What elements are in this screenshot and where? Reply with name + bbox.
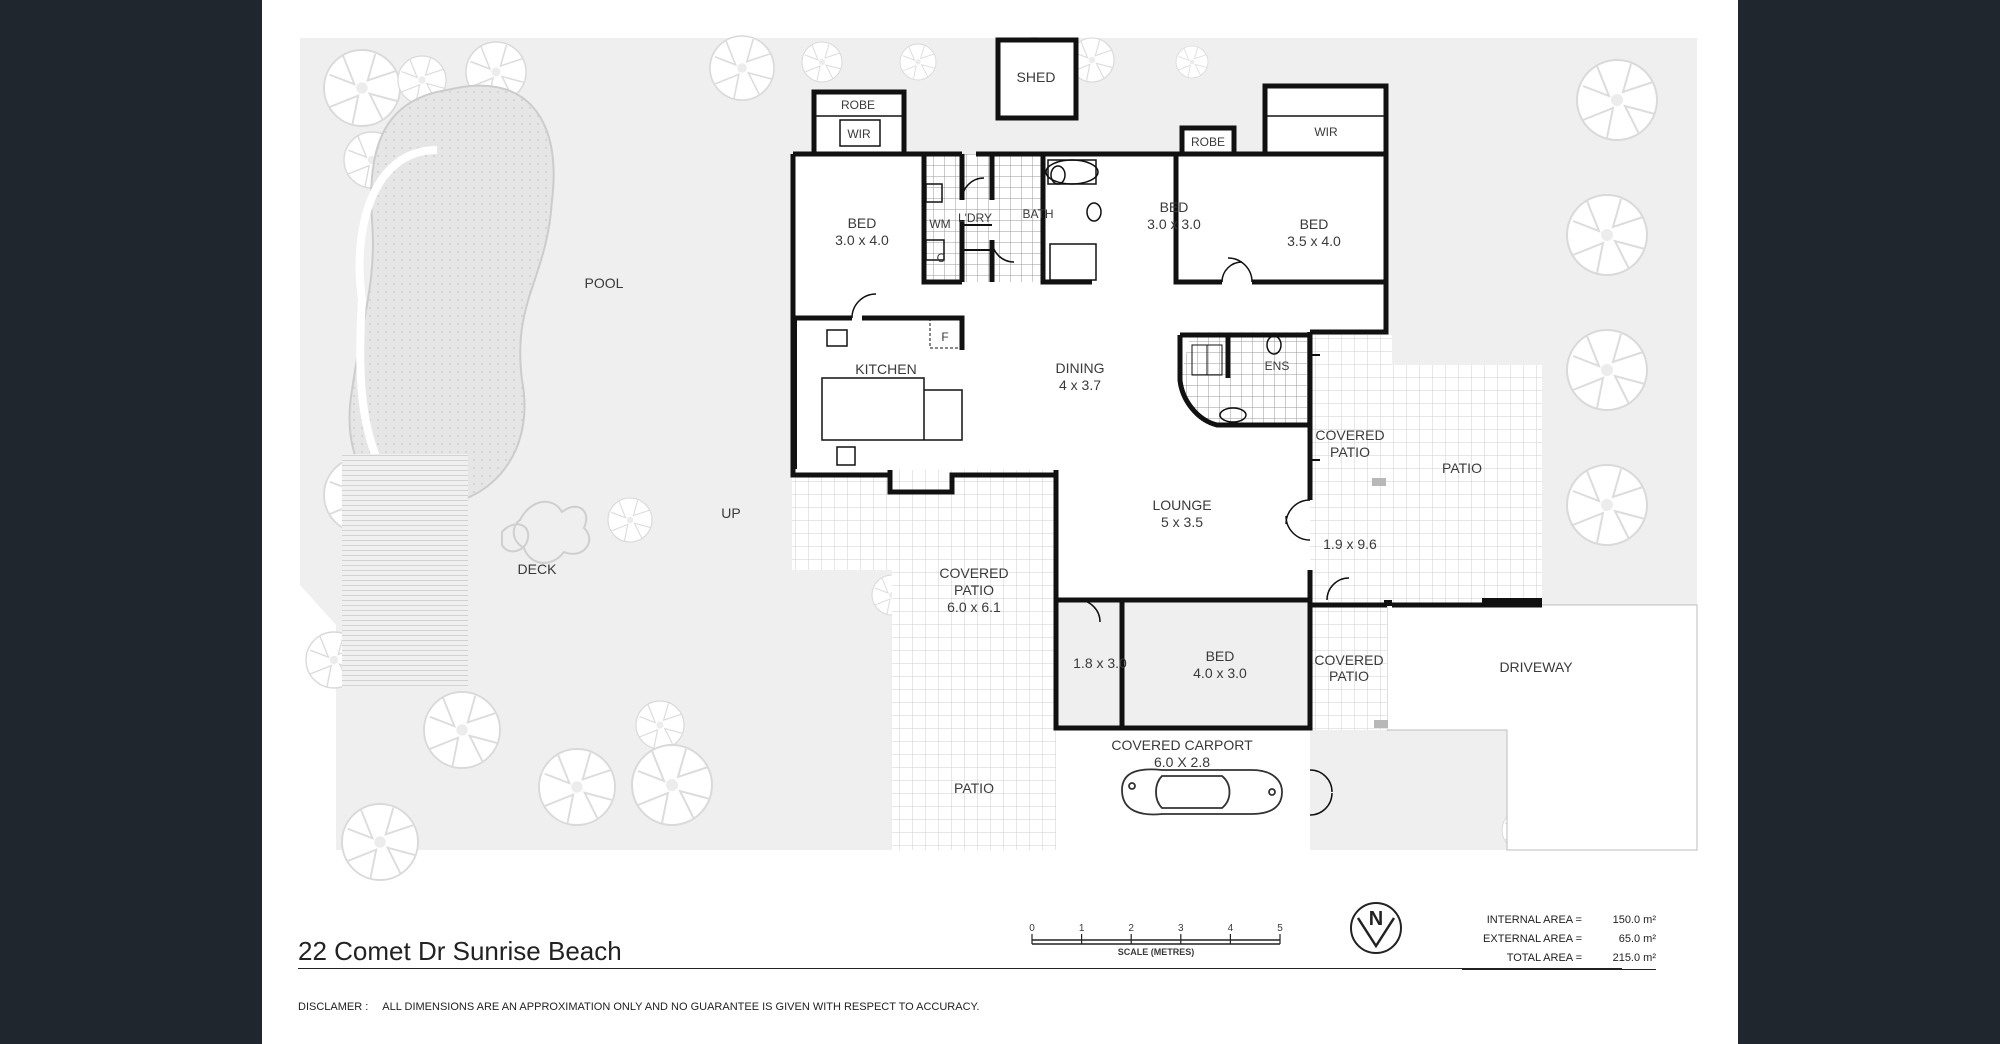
- wir-right: [1262, 83, 1389, 157]
- label-ensuite: ENS: [1265, 359, 1290, 373]
- label-shed: SHED: [1017, 69, 1056, 85]
- floor-plan-drawing: SHED ROBE WIR ROBE WIR BED 3.0 x 4.0 WM …: [300, 35, 1698, 957]
- ensuite-tiles: [1180, 332, 1310, 425]
- label-wir-right: WIR: [1314, 125, 1338, 139]
- area-internal-value: 150.0 m²: [1612, 913, 1656, 926]
- disclaimer-label: DISCLAMER :: [298, 1001, 369, 1013]
- label-lounge-name: LOUNGE: [1152, 497, 1211, 513]
- north-letter: N: [1369, 908, 1383, 930]
- label-bed4-size: 4.0 x 3.0: [1193, 665, 1247, 681]
- scale-label: SCALE (METRES): [1118, 947, 1195, 957]
- covered-patio-right: [1310, 335, 1392, 605]
- scale-tick-3: 3: [1178, 923, 1184, 934]
- door-swings: [851, 177, 1350, 816]
- label-robe-right: ROBE: [1191, 135, 1225, 149]
- area-internal-label: INTERNAL AREA =: [1486, 913, 1582, 926]
- label-robe-left: ROBE: [841, 98, 875, 112]
- label-carport-2: 6.0 X 2.8: [1154, 754, 1210, 770]
- label-covered-patio-small-1: COVERED: [1314, 652, 1383, 668]
- label-laundry: L'DRY: [958, 211, 992, 225]
- area-external-label: EXTERNAL AREA =: [1483, 932, 1582, 945]
- fixtures: [791, 224, 1320, 469]
- robe-wir-left: [811, 89, 907, 157]
- area-summary: INTERNAL AREA = 150.0 m² EXTERNAL AREA = 6…: [1462, 910, 1656, 970]
- label-covered-patio-right-1: COVERED: [1315, 427, 1384, 443]
- robe-right: [1179, 125, 1237, 157]
- disclaimer-text: ALL DIMENSIONS ARE AN APPROXIMATION ONLY…: [382, 1001, 980, 1013]
- area-underline: [1462, 969, 1656, 970]
- label-bed2-name: BED: [1160, 199, 1189, 215]
- property-address: 22 Comet Dr Sunrise Beach: [298, 936, 622, 966]
- label-small-room-size: 1.8 x 3.0: [1073, 655, 1127, 671]
- north-arrow-icon: N: [1350, 902, 1402, 954]
- patio-right: [1392, 365, 1542, 605]
- label-bed2-size: 3.0 x 3.0: [1147, 216, 1201, 232]
- label-bed3-size: 3.5 x 4.0: [1287, 233, 1341, 249]
- shed: [995, 37, 1079, 121]
- label-bed4-name: BED: [1206, 648, 1235, 664]
- label-dining-name: DINING: [1056, 360, 1105, 376]
- label-bed1-name: BED: [848, 215, 877, 231]
- label-kitchen: KITCHEN: [855, 361, 916, 377]
- label-driveway: DRIVEWAY: [1499, 659, 1573, 675]
- scale-tick-5: 5: [1277, 923, 1283, 934]
- label-covered-patio-left-2: PATIO: [954, 582, 994, 598]
- label-bath: BATH: [1022, 207, 1053, 221]
- label-fridge: F: [941, 330, 948, 344]
- label-up: UP: [721, 505, 740, 521]
- label-patio-bottom: PATIO: [954, 780, 994, 796]
- label-covered-patio-left-size: 6.0 x 6.1: [947, 599, 1001, 615]
- label-bed1-size: 3.0 x 4.0: [835, 232, 889, 248]
- label-side-size: 1.9 x 9.6: [1323, 536, 1377, 552]
- covered-patio-small: [1310, 605, 1387, 730]
- floor-plan-sheet: SHED ROBE WIR ROBE WIR BED 3.0 x 4.0 WM …: [262, 0, 1738, 1044]
- disclaimer: DISCLAMER : ALL DIMENSIONS ARE AN APPROXI…: [298, 1001, 994, 1013]
- scale-tick-1: 1: [1079, 923, 1085, 934]
- area-total-label: TOTAL AREA =: [1506, 951, 1582, 964]
- deck: [342, 454, 468, 688]
- area-total-value: 215.0 m²: [1612, 951, 1656, 964]
- scale-bar: 0 1 2 3 4 5 SCALE (METRES): [1029, 923, 1283, 957]
- label-dining-size: 4 x 3.7: [1059, 377, 1101, 393]
- covered-patio-left: [892, 470, 1056, 850]
- scale-tick-0: 0: [1029, 923, 1035, 934]
- scale-tick-2: 2: [1128, 923, 1134, 934]
- title-underline: [298, 968, 1622, 969]
- label-bed3-name: BED: [1300, 216, 1329, 232]
- label-pool: POOL: [585, 275, 624, 291]
- label-c: C: [937, 251, 946, 265]
- label-wir-left: WIR: [847, 127, 871, 141]
- label-patio-right: PATIO: [1442, 460, 1482, 476]
- label-wm: WM: [929, 217, 950, 231]
- scale-tick-4: 4: [1228, 923, 1234, 934]
- label-covered-patio-small-2: PATIO: [1329, 668, 1369, 684]
- label-deck: DECK: [518, 561, 558, 577]
- label-covered-patio-left-1: COVERED: [939, 565, 1008, 581]
- label-lounge-size: 5 x 3.5: [1161, 514, 1203, 530]
- car-icon: [1121, 768, 1283, 816]
- label-carport-1: COVERED CARPORT: [1111, 737, 1253, 753]
- label-covered-patio-right-2: PATIO: [1330, 444, 1370, 460]
- area-external-value: 65.0 m²: [1618, 932, 1656, 945]
